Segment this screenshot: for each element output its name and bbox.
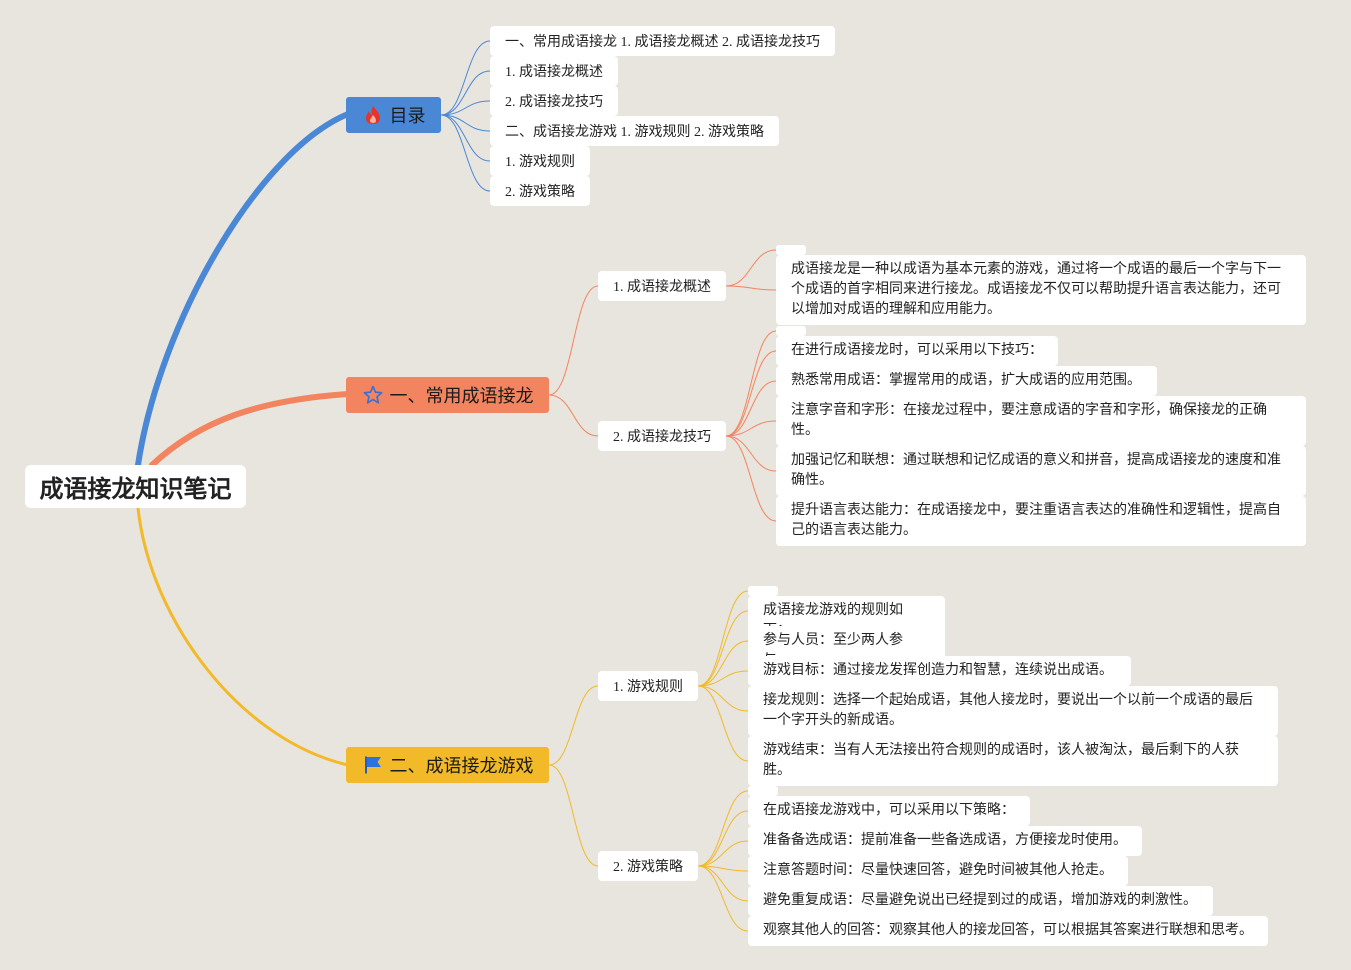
leaf-note[interactable]: 在成语接龙游戏中，可以采用以下策略：: [748, 796, 1030, 826]
subtopic-overview[interactable]: 1. 成语接龙概述: [598, 271, 726, 301]
leaf-note[interactable]: 接龙规则：选择一个起始成语，其他人接龙时，要说出一个以前一个成语的最后一个字开头…: [748, 686, 1278, 736]
connector-common: [548, 394, 599, 437]
connector-game: [548, 764, 599, 867]
connector-toc: [440, 70, 491, 116]
connector-leaf: [725, 285, 777, 291]
connector-leaf: [725, 380, 777, 437]
connector-leaf: [697, 685, 749, 762]
trunk-toc: [135, 111, 351, 468]
toc-item[interactable]: 1. 游戏规则: [490, 146, 590, 176]
flag-icon: [362, 754, 384, 776]
leaf-note[interactable]: 游戏结束：当有人无法接出符合规则的成语时，该人被淘汰，最后剩下的人获胜。: [748, 736, 1278, 786]
leaf-note[interactable]: 观察其他人的回答：观察其他人的接龙回答，可以根据其答案进行联想和思考。: [748, 916, 1268, 946]
trunk-common: [149, 391, 351, 468]
branch-toc[interactable]: 目录: [346, 97, 441, 133]
leaf-note[interactable]: 避免重复成语：尽量避免说出已经提到过的成语，增加游戏的刺激性。: [748, 886, 1213, 916]
connector-toc: [440, 114, 491, 162]
branch-toc-label: 目录: [389, 106, 426, 126]
leaf-group-tab: [748, 786, 778, 796]
connector-leaf: [697, 590, 749, 687]
branch-idiom-game[interactable]: 二、成语接龙游戏: [346, 747, 549, 783]
connector-game: [548, 685, 599, 766]
leaf-note[interactable]: 提升语言表达能力：在成语接龙中，要注重语言表达的准确性和逻辑性，提高自己的语言表…: [776, 496, 1306, 546]
trunk-game: [136, 506, 350, 767]
star-outline-icon: [362, 384, 384, 406]
root-topic[interactable]: 成语接龙知识笔记: [25, 465, 246, 508]
connector-leaf: [697, 865, 749, 932]
connector-leaf: [725, 249, 777, 287]
connector-toc: [440, 114, 491, 132]
connector-toc: [440, 40, 491, 116]
toc-item[interactable]: 一、常用成语接龙 1. 成语接龙概述 2. 成语接龙技巧: [490, 26, 835, 56]
toc-item[interactable]: 2. 游戏策略: [490, 176, 590, 206]
connector-leaf: [725, 435, 777, 522]
connector-leaf: [697, 610, 749, 687]
branch-game-label: 二、成语接龙游戏: [389, 756, 534, 776]
connector-leaf: [697, 840, 749, 867]
connector-leaf: [725, 420, 777, 437]
subtopic-skills[interactable]: 2. 成语接龙技巧: [598, 421, 726, 451]
connector-leaf: [697, 640, 749, 687]
leaf-note[interactable]: 加强记忆和联想：通过联想和记忆成语的意义和拼音，提高成语接龙的速度和准确性。: [776, 446, 1306, 496]
toc-item[interactable]: 二、成语接龙游戏 1. 游戏规则 2. 游戏策略: [490, 116, 779, 146]
connector-leaf: [697, 790, 749, 867]
connector-leaf: [725, 435, 777, 472]
subtopic-strategy[interactable]: 2. 游戏策略: [598, 851, 698, 881]
leaf-note[interactable]: 成语接龙是一种以成语为基本元素的游戏，通过将一个成语的最后一个字与下一个成语的首…: [776, 255, 1306, 325]
leaf-note[interactable]: 在进行成语接龙时，可以采用以下技巧：: [776, 336, 1058, 366]
leaf-group-tab: [776, 326, 806, 336]
leaf-note[interactable]: 熟悉常用成语：掌握常用的成语，扩大成语的应用范围。: [776, 366, 1157, 396]
leaf-group-tab: [748, 586, 778, 596]
toc-item[interactable]: 1. 成语接龙概述: [490, 56, 618, 86]
leaf-note[interactable]: 准备备选成语：提前准备一些备选成语，方便接龙时使用。: [748, 826, 1142, 856]
leaf-group-tab: [776, 245, 806, 255]
fire-icon: [362, 104, 384, 126]
connector-toc: [440, 114, 491, 192]
connector-toc: [440, 100, 491, 116]
connector-leaf: [725, 330, 777, 437]
connector-leaf: [697, 810, 749, 867]
subtopic-rules[interactable]: 1. 游戏规则: [598, 671, 698, 701]
connector-common: [548, 285, 599, 396]
branch-common-idioms[interactable]: 一、常用成语接龙: [346, 377, 549, 413]
connector-leaf: [725, 350, 777, 437]
leaf-note[interactable]: 注意字音和字形：在接龙过程中，要注意成语的字音和字形，确保接龙的正确性。: [776, 396, 1306, 446]
connector-leaf: [697, 685, 749, 712]
toc-item[interactable]: 2. 成语接龙技巧: [490, 86, 618, 116]
leaf-note[interactable]: 游戏目标：通过接龙发挥创造力和智慧，连续说出成语。: [748, 656, 1131, 686]
connector-leaf: [697, 865, 749, 902]
branch-common-label: 一、常用成语接龙: [389, 386, 534, 406]
connector-leaf: [697, 670, 749, 687]
leaf-note[interactable]: 注意答题时间：尽量快速回答，避免时间被其他人抢走。: [748, 856, 1128, 886]
